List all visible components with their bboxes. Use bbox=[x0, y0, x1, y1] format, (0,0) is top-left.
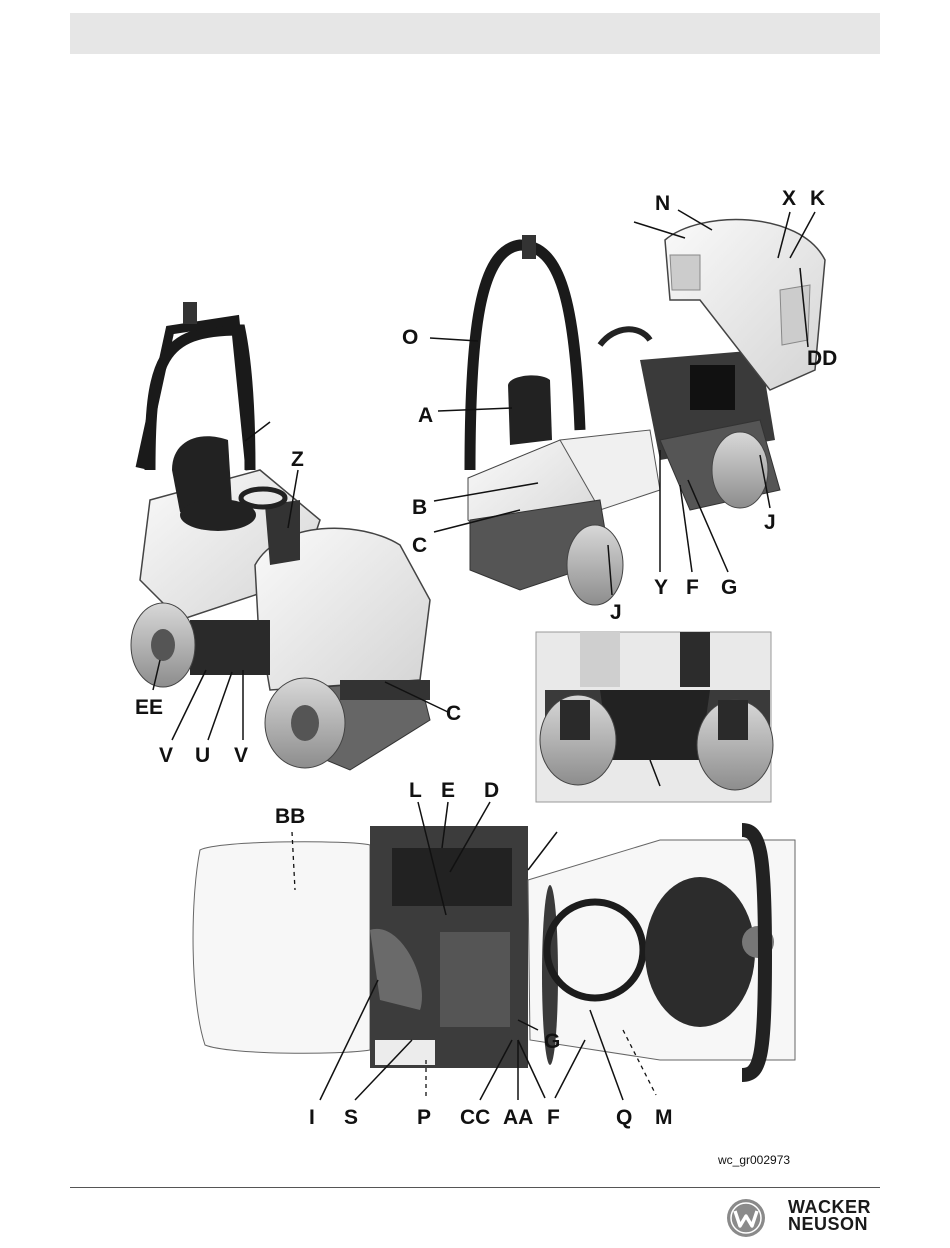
rear-detail-inset bbox=[536, 632, 773, 802]
callout-Y: Y bbox=[654, 577, 668, 598]
callout-X: X bbox=[782, 188, 796, 209]
callout-L: L bbox=[409, 780, 422, 801]
callout-C-upper: C bbox=[412, 535, 427, 556]
callout-J-front: J bbox=[610, 602, 622, 623]
callout-A: A bbox=[418, 405, 433, 426]
callout-N: N bbox=[655, 193, 670, 214]
callout-G-upper: G bbox=[721, 577, 737, 598]
callout-M: M bbox=[655, 1107, 673, 1128]
callout-D: D bbox=[484, 780, 499, 801]
callout-O: O bbox=[402, 327, 418, 348]
callout-J-rear: J bbox=[764, 512, 776, 533]
callout-BB: BB bbox=[275, 806, 305, 827]
callout-AA: AA bbox=[503, 1107, 533, 1128]
callout-F-lower: F bbox=[547, 1107, 560, 1128]
brand-wordmark: WACKER NEUSON bbox=[788, 1199, 871, 1233]
footer-divider bbox=[70, 1187, 880, 1188]
callout-DD: DD bbox=[807, 348, 837, 369]
callout-F-upper: F bbox=[686, 577, 699, 598]
figure-id: wc_gr002973 bbox=[718, 1153, 790, 1167]
callout-Q: Q bbox=[616, 1107, 632, 1128]
callout-P: P bbox=[417, 1107, 431, 1128]
callout-C-lower: C bbox=[446, 703, 461, 724]
callout-E: E bbox=[441, 780, 455, 801]
roller-left-view bbox=[131, 302, 430, 770]
callout-EE: EE bbox=[135, 697, 163, 718]
callout-Z: Z bbox=[291, 449, 304, 470]
callout-S: S bbox=[344, 1107, 358, 1128]
callout-B: B bbox=[412, 497, 427, 518]
callout-K: K bbox=[810, 188, 825, 209]
wacker-neuson-w-logo-icon bbox=[726, 1198, 766, 1238]
brand-line-2: NEUSON bbox=[788, 1216, 871, 1233]
roller-right-view bbox=[468, 220, 825, 605]
roller-top-view bbox=[193, 826, 795, 1100]
callout-CC: CC bbox=[460, 1107, 490, 1128]
callout-V-right: V bbox=[234, 745, 248, 766]
callout-V-left: V bbox=[159, 745, 173, 766]
callout-I: I bbox=[309, 1107, 315, 1128]
callout-G-lower: G bbox=[544, 1031, 560, 1052]
callout-U: U bbox=[195, 745, 210, 766]
